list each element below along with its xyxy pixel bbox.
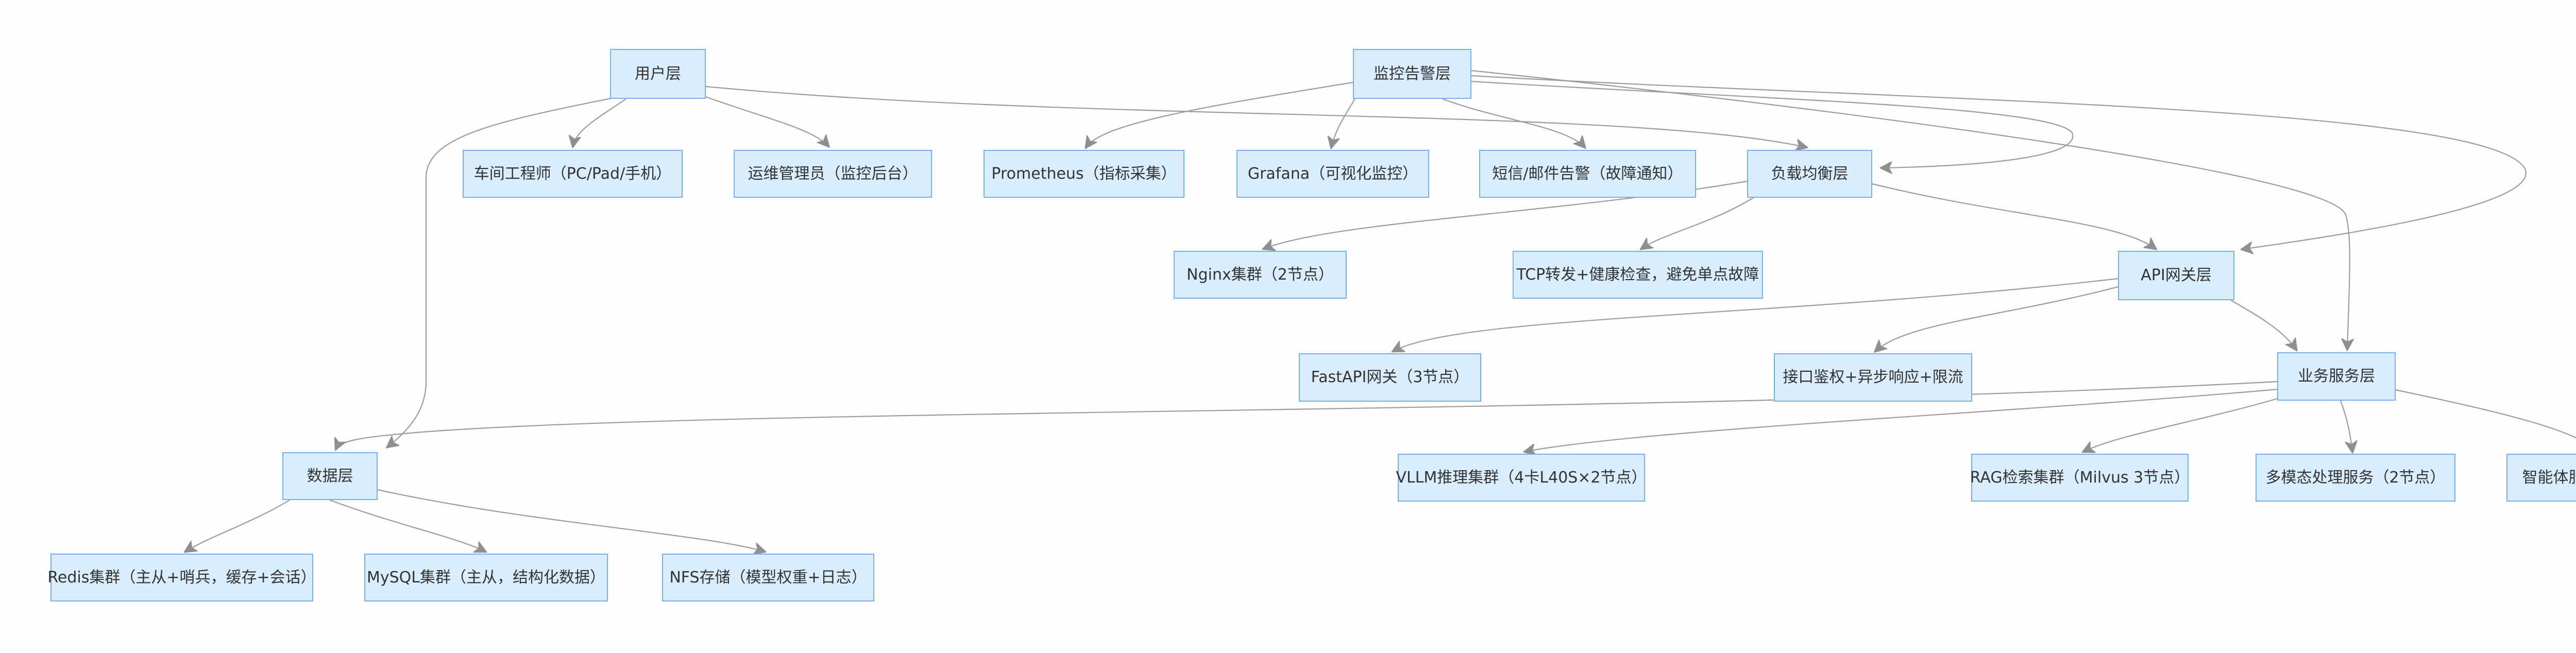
- node-label-lb-layer: 负载均衡层: [1771, 164, 1849, 183]
- node-ops-admin: 运维管理员（监控后台）: [734, 150, 932, 198]
- node-data-layer: 数据层: [282, 452, 378, 500]
- node-label-redis-cluster: Redis集群（主从+哨兵，缓存+会话）: [47, 568, 316, 587]
- node-label-vllm-cluster: VLLM推理集群（4卡L40S×2节点）: [1396, 468, 1647, 487]
- node-mysql-cluster: MySQL集群（主从，结构化数据）: [364, 554, 608, 602]
- node-label-sms-alert: 短信/邮件告警（故障通知）: [1492, 164, 1683, 183]
- node-label-auth-limit: 接口鉴权+异步响应+限流: [1783, 368, 1963, 387]
- node-label-nginx-cluster: Nginx集群（2节点）: [1187, 265, 1334, 284]
- node-label-monitor-layer: 监控告警层: [1374, 64, 1451, 83]
- node-engineer: 车间工程师（PC/Pad/手机）: [463, 150, 683, 198]
- node-label-nfs-storage: NFS存储（模型权重+日志）: [669, 568, 867, 587]
- node-lb-layer: 负载均衡层: [1747, 150, 1872, 198]
- node-grafana: Grafana（可视化监控）: [1236, 150, 1429, 198]
- node-monitor-layer: 监控告警层: [1353, 49, 1471, 99]
- node-multimodal-service: 多模态处理服务（2节点）: [2256, 454, 2455, 502]
- edge-user-layer-to-engineer: [573, 98, 626, 146]
- node-label-engineer: 车间工程师（PC/Pad/手机）: [473, 164, 672, 183]
- edge-data-layer-to-mysql-cluster: [329, 499, 485, 552]
- node-label-prometheus: Prometheus（指标采集）: [991, 164, 1177, 183]
- node-nfs-storage: NFS存储（模型权重+日志）: [662, 554, 874, 602]
- node-rag-cluster: RAG检索集群（Milvus 3节点）: [1970, 454, 2190, 502]
- node-label-ops-admin: 运维管理员（监控后台）: [748, 164, 918, 183]
- node-fastapi-gateway: FastAPI网关（3节点）: [1299, 353, 1481, 402]
- edge-api-gateway-layer-to-auth-limit: [1875, 286, 2119, 351]
- node-vllm-cluster: VLLM推理集群（4卡L40S×2节点）: [1396, 454, 1647, 502]
- node-label-rag-cluster: RAG检索集群（Milvus 3节点）: [1970, 468, 2190, 487]
- edge-monitor-layer-to-grafana: [1331, 98, 1355, 147]
- node-label-tcp-forward: TCP转发+健康检查，避免单点故障: [1516, 265, 1759, 284]
- node-prometheus: Prometheus（指标采集）: [984, 150, 1184, 198]
- edge-api-gateway-layer-to-fastapi-gateway: [1393, 278, 2119, 351]
- edge-user-layer-to-lb-layer: [705, 85, 1806, 147]
- edge-lb-layer-to-api-gateway-layer: [1872, 183, 2156, 249]
- node-biz-layer: 业务服务层: [2277, 352, 2396, 401]
- node-redis-cluster: Redis集群（主从+哨兵，缓存+会话）: [47, 554, 316, 602]
- edge-lb-layer-to-tcp-forward: [1641, 197, 1754, 249]
- node-label-mysql-cluster: MySQL集群（主从，结构化数据）: [367, 568, 606, 587]
- edge-biz-layer-to-agent-service: [2395, 389, 2576, 439]
- edge-user-layer-to-ops-admin: [705, 96, 828, 146]
- node-tcp-forward: TCP转发+健康检查，避免单点故障: [1513, 251, 1763, 299]
- edge-biz-layer-to-vllm-cluster: [1525, 388, 2278, 452]
- node-label-multimodal-service: 多模态处理服务（2节点）: [2265, 468, 2446, 487]
- node-api-gateway-layer: API网关层: [2118, 251, 2234, 300]
- edge-biz-layer-to-rag-cluster: [2083, 397, 2280, 452]
- edge-data-layer-to-nfs-storage: [377, 489, 765, 552]
- edge-monitor-layer-to-biz-layer: [1471, 70, 2350, 349]
- edge-monitor-layer-to-api-gateway-layer: [1471, 75, 2527, 249]
- edge-data-layer-to-redis-cluster: [185, 500, 290, 552]
- node-label-api-gateway-layer: API网关层: [2141, 266, 2212, 285]
- edge-api-gateway-layer-to-biz-layer: [2230, 300, 2296, 350]
- node-auth-limit: 接口鉴权+异步响应+限流: [1774, 353, 1972, 402]
- edge-monitor-layer-to-prometheus: [1086, 81, 1353, 147]
- node-user-layer: 用户层: [610, 49, 706, 99]
- node-label-grafana: Grafana（可视化监控）: [1247, 164, 1418, 183]
- edge-monitor-layer-to-lb-layer: [1471, 80, 2074, 168]
- node-label-agent-service: 智能体服务（2节点）: [2522, 468, 2576, 487]
- node-label-biz-layer: 业务服务层: [2298, 367, 2375, 386]
- node-agent-service: 智能体服务（2节点）: [2506, 454, 2576, 502]
- node-label-user-layer: 用户层: [635, 64, 681, 83]
- node-label-fastapi-gateway: FastAPI网关（3节点）: [1311, 368, 1469, 387]
- node-label-data-layer: 数据层: [307, 467, 353, 485]
- node-nginx-cluster: Nginx集群（2节点）: [1174, 251, 1347, 299]
- edge-biz-layer-to-multimodal-service: [2340, 400, 2352, 452]
- node-sms-alert: 短信/邮件告警（故障通知）: [1479, 150, 1696, 198]
- edge-user-layer-to-data-layer: [387, 97, 612, 447]
- edge-monitor-layer-to-sms-alert: [1442, 98, 1585, 147]
